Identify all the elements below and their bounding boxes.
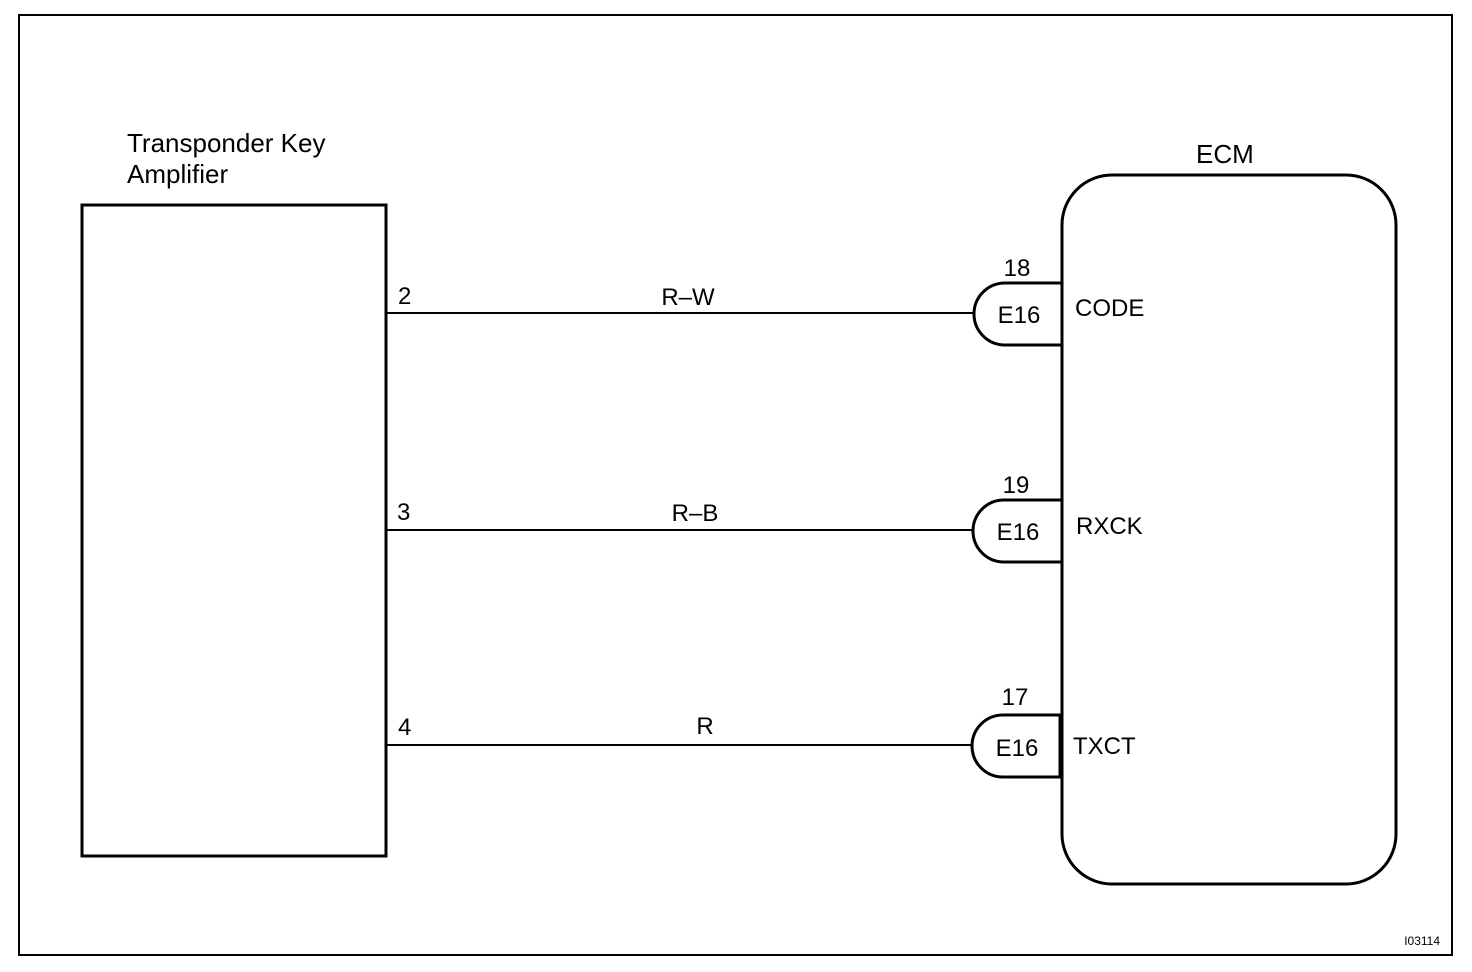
wire-color-label: R [696,713,713,740]
figure-id: I03114 [1404,934,1440,948]
wire-color-label: R–B [672,500,719,527]
ecm-pin-number: 18 [1004,255,1031,282]
wire-color-label: R–W [661,284,715,311]
amp-pin-number: 3 [397,499,410,526]
wire-rxck: 3 R–B 19 E16 RXCK [386,472,1143,564]
ecm-signal-label: RXCK [1076,513,1143,540]
ecm-pin-number: 17 [1002,684,1029,711]
amplifier-title-line2: Amplifier [127,159,228,189]
connector-label: E16 [997,519,1040,546]
amplifier-title-line1: Transponder Key [127,128,325,158]
ecm-pin-number: 19 [1003,472,1030,499]
ecm-signal-label: TXCT [1073,733,1136,760]
connector-shape [970,713,1062,779]
connector-label: E16 [996,735,1039,762]
connector-label: E16 [998,302,1041,329]
connector-shape [972,281,1064,347]
ecm-title: ECM [1196,139,1254,169]
wire-code: 2 R–W 18 E16 CODE [386,255,1144,347]
amp-pin-number: 2 [398,283,411,310]
diagram-frame [18,14,1453,956]
connector-shape [971,498,1064,564]
amplifier-box [80,203,388,858]
amp-pin-number: 4 [398,714,411,741]
ecm-signal-label: CODE [1075,295,1144,322]
wire-txct: 4 R 17 E16 TXCT [386,684,1136,779]
